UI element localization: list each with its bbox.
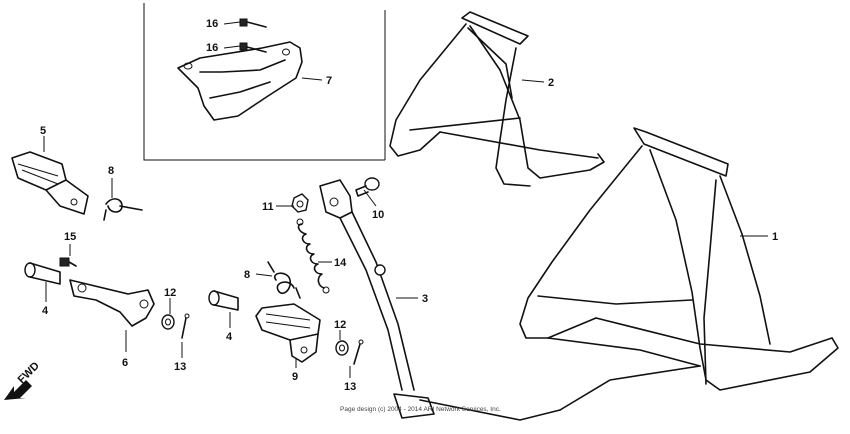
callout-11[interactable]: 11 — [262, 201, 274, 213]
callout-13-right[interactable]: 13 — [344, 381, 356, 393]
side-stand-part-3[interactable] — [319, 179, 435, 419]
stand-part-1[interactable] — [419, 127, 839, 421]
bracket-part-7[interactable] — [177, 41, 303, 121]
callout-1[interactable]: 1 — [772, 231, 778, 243]
spring-part-14[interactable] — [296, 218, 330, 294]
washer-part-12-left[interactable] — [161, 314, 175, 330]
callout-labels: 16 16 7 2 1 5 8 15 4 6 12 13 11 10 14 8 … — [40, 18, 778, 393]
washer-part-12-right[interactable] — [335, 340, 349, 356]
forward-direction-indicator: FWD — [4, 360, 42, 400]
pin-part-4-right[interactable] — [208, 290, 239, 311]
cotter-pin-part-13-right[interactable] — [353, 339, 364, 365]
callout-9[interactable]: 9 — [292, 371, 298, 383]
callout-15[interactable]: 15 — [64, 231, 76, 243]
callout-12-left[interactable]: 12 — [164, 287, 176, 299]
inset-frame — [143, 3, 386, 161]
callout-13-left[interactable]: 13 — [174, 361, 186, 373]
callout-10[interactable]: 10 — [372, 209, 384, 221]
callout-12-right[interactable]: 12 — [334, 319, 346, 331]
callout-5[interactable]: 5 — [40, 125, 46, 137]
callout-3[interactable]: 3 — [422, 293, 428, 305]
nut-part-11[interactable] — [291, 193, 309, 213]
bolt-part-10[interactable] — [355, 177, 380, 197]
callout-6[interactable]: 6 — [122, 357, 128, 369]
stand-part-2[interactable] — [389, 11, 605, 187]
spring-part-8-left[interactable] — [103, 198, 143, 221]
callout-8-left[interactable]: 8 — [108, 165, 114, 177]
footrest-part-9[interactable] — [255, 303, 321, 363]
footrest-part-5[interactable] — [11, 151, 89, 215]
leader-lines — [43, 21, 768, 378]
callout-16-upper[interactable]: 16 — [206, 18, 218, 30]
callout-4-right[interactable]: 4 — [226, 331, 233, 343]
copyright-text: Page design (c) 2004 - 2014 ARI Network … — [340, 406, 501, 413]
pin-part-4-left[interactable] — [24, 262, 61, 285]
bolt-part-16-upper[interactable] — [239, 18, 267, 28]
bracket-part-6[interactable] — [69, 279, 155, 327]
fwd-label: FWD — [16, 360, 42, 386]
callout-8-right[interactable]: 8 — [244, 269, 250, 281]
bolt-part-15[interactable] — [59, 257, 77, 267]
cotter-pin-part-13-left[interactable] — [181, 313, 190, 339]
callout-14[interactable]: 14 — [334, 257, 347, 269]
callout-7[interactable]: 7 — [326, 75, 332, 87]
forward-arrow-icon — [4, 380, 32, 400]
callout-2[interactable]: 2 — [548, 77, 554, 89]
callout-16-lower[interactable]: 16 — [206, 42, 218, 54]
callout-4-left[interactable]: 4 — [42, 305, 49, 317]
spring-part-8-right[interactable] — [267, 261, 301, 299]
